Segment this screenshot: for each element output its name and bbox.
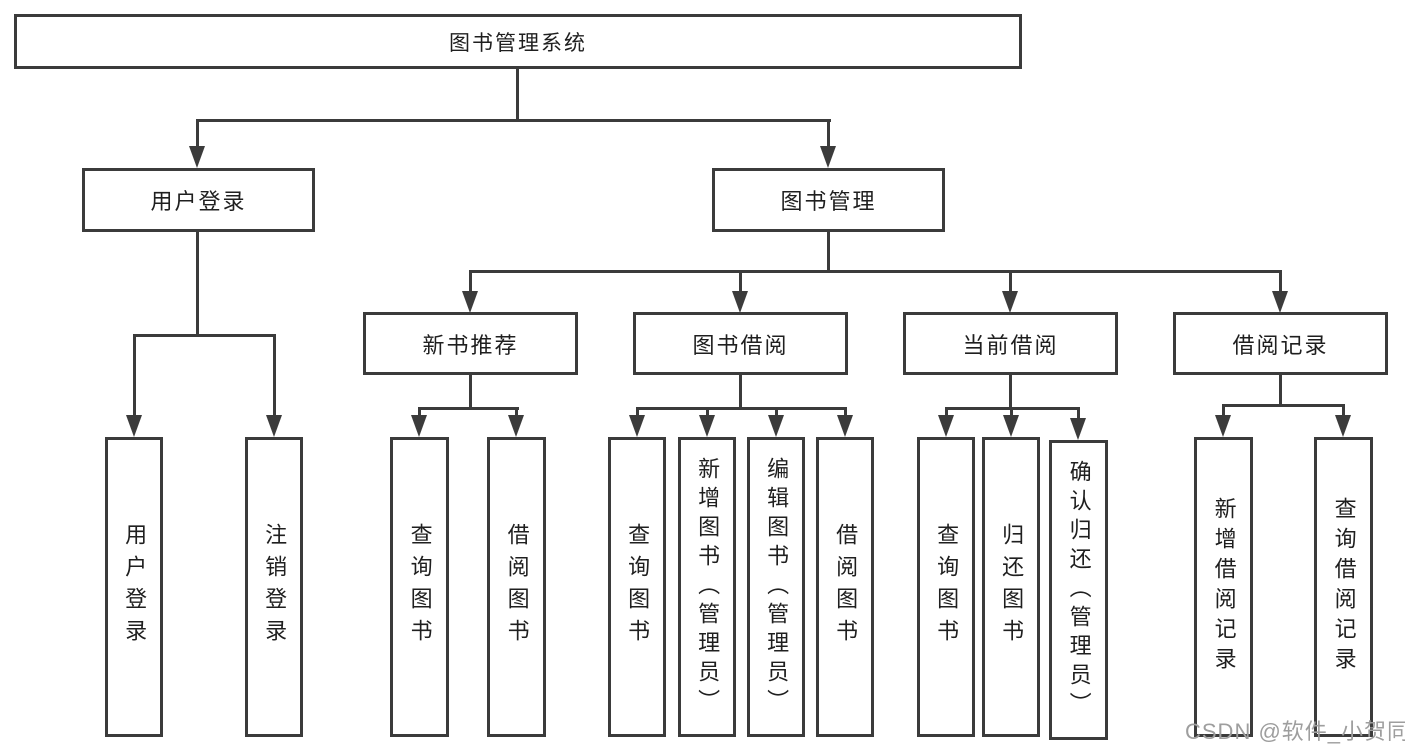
connector-stem-newbook bbox=[469, 270, 472, 293]
arrow-borrow-borrow bbox=[837, 415, 853, 437]
connector-book-hbar bbox=[469, 270, 1282, 273]
arrow-current-query bbox=[938, 415, 954, 437]
arrow-bookborrow bbox=[732, 291, 748, 313]
connector-stem-borrow-borrow bbox=[844, 407, 847, 417]
connector-user-hbar bbox=[133, 334, 275, 337]
arrow-borrow-add bbox=[699, 415, 715, 437]
connector-book-trunk bbox=[827, 232, 830, 273]
arrow-rec-query bbox=[411, 415, 427, 437]
connector-stem-leaf-login bbox=[133, 334, 136, 417]
connector-stem-rec-query bbox=[418, 407, 421, 417]
arrow-borrow-edit bbox=[768, 415, 784, 437]
node-current-borrow: 当前借阅 bbox=[903, 312, 1118, 375]
csdn-watermark: CSDN @软件_小贺同学 bbox=[1185, 719, 1405, 744]
leaf-rec-query-books: 查询图书 bbox=[390, 437, 449, 737]
arrow-leaf-logout bbox=[266, 415, 282, 437]
connector-stem-current-confirm bbox=[1077, 407, 1080, 420]
node-book-borrow: 图书借阅 bbox=[633, 312, 848, 375]
connector-rec-trunk bbox=[469, 375, 472, 410]
connector-root-trunk bbox=[516, 68, 519, 122]
connector-stem-user-login bbox=[196, 119, 199, 148]
arrow-book-mgmt bbox=[820, 146, 836, 168]
connector-stem-rec-borrow bbox=[515, 407, 518, 417]
arrow-records-add bbox=[1215, 415, 1231, 437]
connector-records-hbar bbox=[1222, 404, 1345, 407]
arrow-leaf-login bbox=[126, 415, 142, 437]
connector-stem-borrow-add bbox=[706, 407, 709, 417]
connector-stem-currentborrow bbox=[1009, 270, 1012, 293]
connector-stem-current-return bbox=[1010, 407, 1013, 417]
connector-stem-bookborrow bbox=[739, 270, 742, 293]
arrow-rec-borrow bbox=[508, 415, 524, 437]
connector-current-trunk bbox=[1009, 375, 1012, 410]
node-library-system: 图书管理系统 bbox=[14, 14, 1022, 69]
connector-stem-borrowrecords bbox=[1279, 270, 1282, 293]
leaf-borrow-borrow-books: 借阅图书 bbox=[816, 437, 874, 737]
arrow-currentborrow bbox=[1002, 291, 1018, 313]
leaf-borrow-query-books: 查询图书 bbox=[608, 437, 666, 737]
arrow-user-login bbox=[189, 146, 205, 168]
leaf-current-confirm-return-admin: 确认归还（管理员） bbox=[1049, 440, 1108, 740]
leaf-user-login: 用户登录 bbox=[105, 437, 163, 737]
arrow-borrowrecords bbox=[1272, 291, 1288, 313]
leaf-rec-borrow-books: 借阅图书 bbox=[487, 437, 546, 737]
connector-stem-borrow-edit bbox=[775, 407, 778, 417]
leaf-borrow-add-books-admin: 新增图书（管理员） bbox=[678, 437, 736, 737]
connector-stem-borrow-query bbox=[636, 407, 639, 417]
arrow-records-query bbox=[1335, 415, 1351, 437]
connector-stem-current-query bbox=[945, 407, 948, 417]
leaf-borrow-edit-books-admin: 编辑图书（管理员） bbox=[747, 437, 805, 737]
connector-borrow-trunk bbox=[739, 375, 742, 410]
arrow-newbook bbox=[462, 291, 478, 313]
connector-user-trunk bbox=[196, 232, 199, 337]
arrow-current-return bbox=[1003, 415, 1019, 437]
connector-stem-leaf-logout bbox=[273, 334, 276, 417]
node-borrow-records: 借阅记录 bbox=[1173, 312, 1388, 375]
connector-stem-book-mgmt bbox=[827, 119, 830, 148]
leaf-current-query-books: 查询图书 bbox=[917, 437, 975, 737]
arrow-current-confirm bbox=[1070, 418, 1086, 440]
leaf-current-return-books: 归还图书 bbox=[982, 437, 1040, 737]
connector-stem-records-add bbox=[1222, 404, 1225, 417]
leaf-records-add-record: 新增借阅记录 bbox=[1194, 437, 1253, 737]
node-new-book-recommend: 新书推荐 bbox=[363, 312, 578, 375]
connector-records-trunk bbox=[1279, 375, 1282, 407]
arrow-borrow-query bbox=[629, 415, 645, 437]
node-book-management: 图书管理 bbox=[712, 168, 945, 232]
connector-root-hbar bbox=[196, 119, 831, 122]
node-user-login: 用户登录 bbox=[82, 168, 315, 232]
leaf-records-query-record: 查询借阅记录 bbox=[1314, 437, 1373, 737]
connector-borrow-hbar bbox=[636, 407, 847, 410]
connector-rec-hbar bbox=[418, 407, 519, 410]
leaf-logout: 注销登录 bbox=[245, 437, 303, 737]
connector-stem-records-query bbox=[1342, 404, 1345, 417]
